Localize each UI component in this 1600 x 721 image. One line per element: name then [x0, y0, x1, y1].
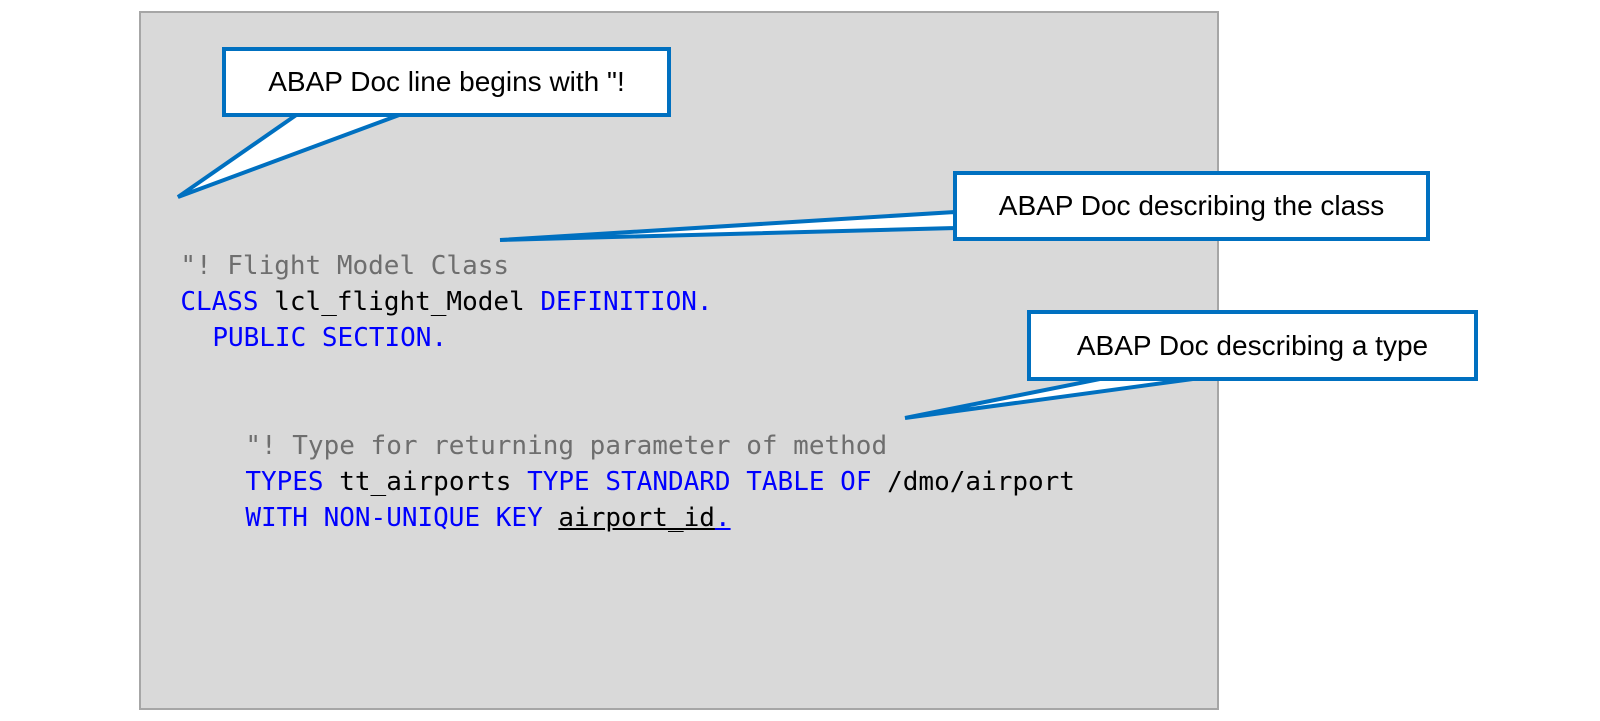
abap-doc-comment: "! Type for returning parameter of metho…	[245, 431, 888, 461]
keyword-public-section: PUBLIC SECTION.	[212, 323, 448, 353]
callout-text: ABAP Doc line begins with "!	[268, 66, 625, 97]
code-line-key: WITH NON-UNIQUE KEY airport_id.	[214, 470, 731, 534]
code-line-types: TYPES tt_airports TYPE STANDARD TABLE OF…	[214, 434, 1075, 498]
abap-doc-comment: "! Flight Model Class	[180, 251, 510, 281]
code-line-public-section: PUBLIC SECTION.	[181, 290, 447, 354]
code-line-type-doc: "! Type for returning parameter of metho…	[214, 398, 887, 462]
callout-text: ABAP Doc describing a type	[1076, 329, 1429, 361]
key-field: airport_id	[558, 503, 715, 533]
callout-text: ABAP Doc describing the class	[998, 190, 1385, 221]
class-name: lcl_flight_Model	[258, 287, 541, 317]
callout-doc-describing-class: ABAP Doc describing the class	[953, 171, 1430, 241]
keyword-types: TYPES	[245, 467, 324, 497]
code-line-class-definition: CLASS lcl_flight_Model DEFINITION.	[149, 254, 713, 318]
keyword-type-standard-table-of: TYPE STANDARD TABLE OF	[527, 467, 872, 497]
callout-doc-line-begins: ABAP Doc line begins with "!	[222, 47, 671, 117]
keyword-class: CLASS	[180, 287, 259, 317]
keyword-with-non-unique-key: WITH NON-UNIQUE KEY	[245, 503, 543, 533]
callout-doc-describing-type: ABAP Doc describing a type	[1027, 310, 1478, 381]
callout-pointer-doc-line	[176, 109, 411, 199]
code-line-class-doc: "! Flight Model Class	[149, 218, 509, 282]
table-reference: /dmo/airport	[871, 467, 1075, 497]
keyword-definition: DEFINITION.	[540, 287, 713, 317]
type-name: tt_airports	[323, 467, 528, 497]
callout-pointer-doc-class	[499, 209, 957, 242]
statement-terminator: .	[714, 503, 731, 533]
callout-pointer-doc-type	[904, 374, 1216, 420]
